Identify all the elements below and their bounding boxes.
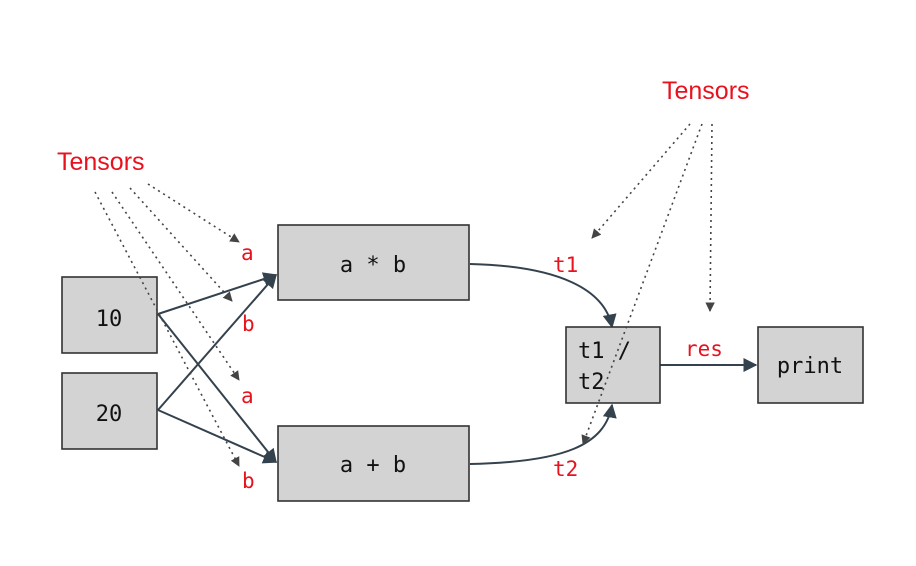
node-label: print <box>777 354 843 379</box>
dotted-arrow <box>129 187 233 302</box>
edge-20-to-mul <box>157 273 277 411</box>
dotted-arrow <box>147 183 240 243</box>
dotted-arrow <box>111 191 240 381</box>
edge-label-mul-b: b <box>242 312 255 336</box>
edge-10-to-mul <box>157 272 278 315</box>
annotation-tensors-left: Tensors <box>57 148 145 176</box>
node-add: a + b <box>277 425 470 502</box>
edge-20-to-add <box>157 409 278 464</box>
edges <box>157 263 758 465</box>
annotation-arrows <box>94 123 715 467</box>
edge-label-t2: t2 <box>553 457 578 481</box>
node-label-line2: t2 <box>578 370 605 395</box>
edge-labels: a b a b t1 t2 res <box>241 241 723 493</box>
node-label: a + b <box>340 453 406 478</box>
node-label: 10 <box>96 307 123 332</box>
node-div: t1 / t2 <box>565 326 661 404</box>
edge-label-mul-a: a <box>241 241 254 265</box>
dotted-arrow <box>705 123 715 312</box>
edge-mul-to-div <box>469 263 617 329</box>
node-mul: a * b <box>277 224 470 301</box>
edge-label-t1: t1 <box>553 253 578 277</box>
node-label: a * b <box>340 253 406 278</box>
node-const-20: 20 <box>61 372 158 450</box>
annotation-tensors-right: Tensors <box>662 77 750 105</box>
edge-label-add-b: b <box>242 469 255 493</box>
node-print: print <box>757 326 864 404</box>
edge-label-res: res <box>685 337 723 361</box>
edge-10-to-add <box>157 313 277 464</box>
edge-add-to-div <box>469 403 617 465</box>
edge-label-add-a: a <box>241 384 254 408</box>
dotted-arrow <box>591 123 691 239</box>
node-label-line1: t1 / <box>578 339 631 364</box>
node-label: 20 <box>96 402 123 427</box>
node-const-10: 10 <box>61 276 158 354</box>
